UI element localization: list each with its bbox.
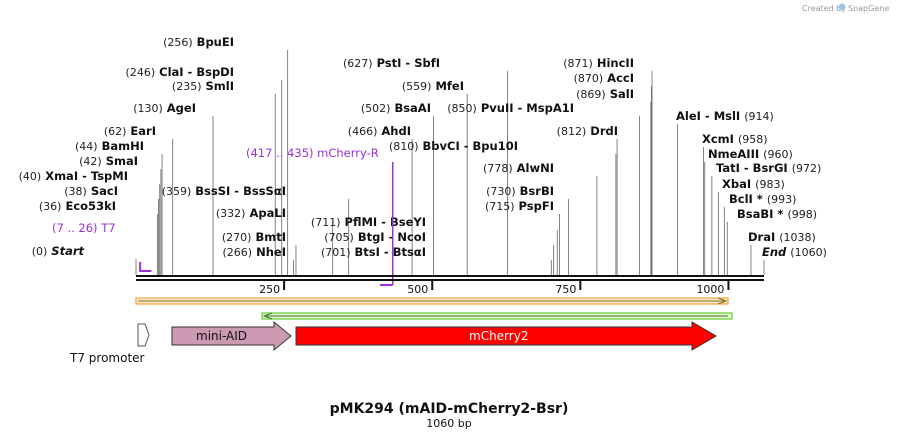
restriction-site-label[interactable]: (332) ApaLI	[216, 206, 286, 220]
primer-label[interactable]: (417 .. 435) mCherry-R	[246, 146, 379, 160]
snapgene-logo-icon	[838, 3, 846, 11]
restriction-site-label[interactable]: (812) DrdI	[557, 124, 618, 138]
restriction-site-label[interactable]: (235) SmlI	[172, 79, 234, 93]
restriction-site-label[interactable]: NmeAIII (960)	[708, 147, 793, 161]
restriction-site-label[interactable]: End (1060)	[762, 245, 827, 259]
restriction-site-label[interactable]: (730) BsrBI	[486, 184, 554, 198]
restriction-site-label[interactable]: (36) Eco53kI	[39, 199, 116, 213]
feature-mini-aid[interactable]	[171, 320, 292, 352]
restriction-site-label[interactable]: (711) PflMI - BseYI	[311, 215, 426, 229]
feature-label-mcherry2: mCherry2	[469, 329, 528, 343]
restriction-site-label[interactable]: (130) AgeI	[133, 101, 196, 115]
restriction-site-label[interactable]: (705) BtgI - NcoI	[324, 230, 426, 244]
feature-label-t7-promoter: T7 promoter	[69, 351, 145, 365]
ruler-tick-label: 750	[555, 283, 576, 296]
site-labels: (256) BpuEI (246) ClaI - BspDI(235) SmlI (…	[19, 35, 827, 259]
primer-arrow	[139, 262, 152, 272]
restriction-site-label[interactable]: BclI * (993)	[729, 192, 796, 206]
restriction-site-label[interactable]: XcmI (958)	[702, 132, 768, 146]
restriction-site-label[interactable]: (62) EarI	[104, 124, 156, 138]
primers: (7 .. 26) T7 (417 .. 435) mCherry-R	[52, 146, 394, 286]
ruler: 250 500 750 1000	[259, 281, 730, 296]
restriction-site-label[interactable]: AleI - MslI (914)	[676, 109, 774, 123]
restriction-site-label[interactable]: (850) PvuII - MspA1I	[447, 101, 574, 115]
map-title: pMK294 (mAID-mCherry2-Bsr)	[330, 401, 569, 417]
feature-t7-promoter[interactable]	[137, 323, 150, 347]
restriction-site-label[interactable]: (701) BtsI - BtsαI	[321, 245, 426, 259]
restriction-site-label[interactable]: (502) BsaAI	[361, 101, 431, 115]
restriction-site-label[interactable]: (0) Start	[32, 244, 85, 258]
restriction-site-label[interactable]: (42) SmaI	[79, 154, 138, 168]
ruler-tick-label: 500	[407, 283, 428, 296]
feature-mcherry2[interactable]	[295, 321, 717, 351]
restriction-site-label[interactable]: (871) HincII	[563, 56, 634, 70]
restriction-site-label[interactable]: (44) BamHI	[75, 139, 144, 153]
primer-label[interactable]: (7 .. 26) T7	[52, 221, 116, 235]
restriction-site-label[interactable]: BsaBI * (998)	[737, 207, 817, 221]
ruler-tick-label: 250	[259, 283, 280, 296]
restriction-site-label[interactable]: (870) AccI	[574, 71, 634, 85]
restriction-site-label[interactable]: (869) SalI	[576, 87, 634, 101]
restriction-site-label[interactable]: (256) BpuEI	[163, 35, 234, 49]
restriction-site-label[interactable]: (40) XmaI - TspMI	[19, 169, 128, 183]
restriction-site-label[interactable]: (778) AlwNI	[483, 161, 554, 175]
restriction-site-label[interactable]: (270) BmtI	[222, 230, 286, 244]
restriction-site-label[interactable]: XbaI (983)	[722, 177, 785, 191]
site-lines	[135, 50, 765, 275]
restriction-site-label[interactable]: (246) ClaI - BspDI	[126, 65, 234, 79]
restriction-site-label[interactable]: (38) SacI	[64, 184, 118, 198]
restriction-site-label[interactable]: DraI (1038)	[748, 230, 816, 244]
restriction-site-label[interactable]: (810) BbvCI - Bpu10I	[389, 139, 518, 153]
credit-text: Created by	[802, 4, 846, 13]
orf-bars	[135, 297, 733, 320]
map-length: 1060 bp	[426, 417, 471, 430]
restriction-site-label[interactable]: (715) PspFI	[485, 199, 554, 213]
ruler-tick-label: 1000	[696, 283, 724, 296]
restriction-site-label[interactable]: (627) PstI - SbfI	[343, 56, 440, 70]
restriction-site-label[interactable]: (466) AhdI	[348, 124, 411, 138]
restriction-site-label[interactable]: TatI - BsrGI (972)	[716, 161, 821, 175]
brand-text: SnapGene	[848, 4, 889, 13]
restriction-site-label[interactable]: (559) MfeI	[402, 79, 464, 93]
restriction-site-label[interactable]: (266) NheI	[223, 245, 287, 259]
feature-label-mini-aid: mini-AID	[196, 329, 247, 343]
restriction-site-label[interactable]: (359) BssSI - BssSαI	[162, 184, 286, 198]
dna-backbone	[136, 275, 764, 281]
